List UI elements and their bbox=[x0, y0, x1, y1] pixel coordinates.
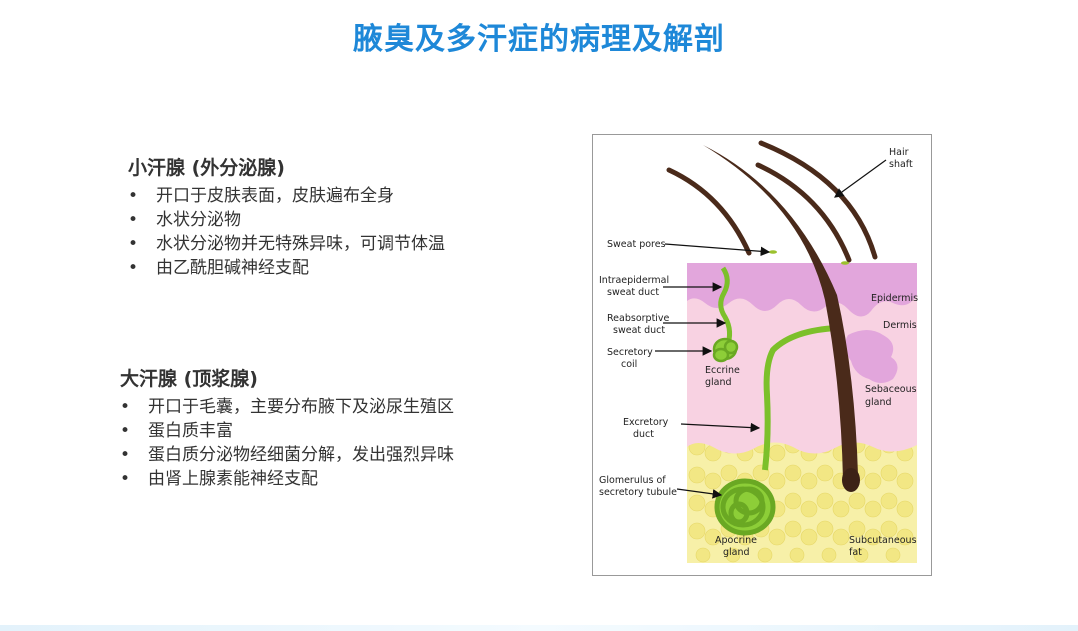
eccrine-section: 小汗腺 (外分泌腺) 开口于皮肤表面，皮肤遍布全身 水状分泌物 水状分泌物并无特… bbox=[128, 153, 445, 280]
eccrine-heading: 小汗腺 (外分泌腺) bbox=[128, 157, 285, 179]
hair-shaft bbox=[703, 145, 859, 490]
sweat-pore bbox=[841, 261, 849, 265]
dermis-layer bbox=[687, 285, 917, 454]
hair-strand bbox=[755, 162, 852, 263]
label-apocrine-gland: gland bbox=[723, 547, 750, 558]
label-reabsorptive: sweat duct bbox=[613, 325, 665, 336]
label-dermis: Dermis bbox=[883, 320, 917, 331]
label-eccrine-gland: gland bbox=[705, 377, 732, 388]
eccrine-duct bbox=[718, 266, 733, 348]
apocrine-section: 大汗腺 (顶浆腺) 开口于毛囊，主要分布腋下及泌尿生殖区 蛋白质丰富 蛋白质分泌… bbox=[120, 364, 454, 491]
label-eccrine-gland: Eccrine bbox=[705, 365, 740, 376]
list-item: 由肾上腺素能神经支配 bbox=[120, 467, 454, 491]
list-item: 蛋白质分泌物经细菌分解，发出强烈异味 bbox=[120, 443, 454, 467]
label-subcutaneous-fat: Subcutaneous bbox=[849, 535, 917, 546]
label-pointers bbox=[655, 159, 887, 499]
sweat-pore bbox=[769, 250, 777, 254]
list-item: 水状分泌物 bbox=[128, 208, 445, 232]
hair-bulb bbox=[842, 468, 860, 492]
hair-strand bbox=[758, 140, 878, 260]
label-hair-shaft: Hair bbox=[889, 147, 909, 158]
label-secretory-coil: coil bbox=[621, 359, 637, 370]
apocrine-bullet-list: 开口于毛囊，主要分布腋下及泌尿生殖区 蛋白质丰富 蛋白质分泌物经细菌分解，发出强… bbox=[120, 395, 454, 491]
apocrine-gland bbox=[714, 478, 776, 536]
list-item: 开口于毛囊，主要分布腋下及泌尿生殖区 bbox=[120, 395, 454, 419]
list-item: 水状分泌物并无特殊异味，可调节体温 bbox=[128, 232, 445, 256]
eccrine-bullet-list: 开口于皮肤表面，皮肤遍布全身 水状分泌物 水状分泌物并无特殊异味，可调节体温 由… bbox=[128, 184, 445, 280]
label-epidermis: Epidermis bbox=[871, 293, 918, 304]
label-glomerulus: secretory tubule bbox=[599, 487, 677, 498]
skin-anatomy-svg: Hair shaft Sweat pores Intraepidermal sw… bbox=[599, 140, 918, 563]
label-sebaceous-gland: Sebaceous bbox=[865, 384, 917, 395]
label-intraepidermal: Intraepidermal bbox=[599, 275, 669, 286]
label-intraepidermal: sweat duct bbox=[607, 287, 659, 298]
label-excretory-duct: duct bbox=[633, 429, 654, 440]
apocrine-heading: 大汗腺 (顶浆腺) bbox=[120, 368, 258, 390]
label-reabsorptive: Reabsorptive bbox=[607, 313, 670, 324]
label-glomerulus: Glomerulus of bbox=[599, 475, 666, 486]
sebaceous-gland bbox=[845, 330, 898, 383]
list-item: 开口于皮肤表面，皮肤遍布全身 bbox=[128, 184, 445, 208]
list-item: 蛋白质丰富 bbox=[120, 419, 454, 443]
eccrine-coil bbox=[712, 337, 739, 363]
list-item: 由乙酰胆碱神经支配 bbox=[128, 256, 445, 280]
hair-strand bbox=[666, 167, 752, 256]
label-excretory-duct: Excretory bbox=[623, 417, 669, 428]
bottom-decor-bar bbox=[0, 625, 1078, 631]
epidermis-layer bbox=[687, 263, 917, 317]
label-apocrine-gland: Apocrine bbox=[715, 535, 757, 546]
skin-anatomy-diagram: Hair shaft Sweat pores Intraepidermal sw… bbox=[592, 134, 932, 576]
label-sweat-pores: Sweat pores bbox=[607, 239, 666, 250]
label-secretory-coil: Secretory bbox=[607, 347, 653, 358]
label-hair-shaft: shaft bbox=[889, 159, 913, 170]
page-title: 腋臭及多汗症的病理及解剖 bbox=[353, 22, 725, 57]
label-sebaceous-gland: gland bbox=[865, 397, 892, 408]
diagram-labels: Hair shaft Sweat pores Intraepidermal sw… bbox=[599, 147, 918, 558]
label-subcutaneous-fat: fat bbox=[849, 547, 862, 558]
excretory-duct bbox=[762, 325, 839, 471]
